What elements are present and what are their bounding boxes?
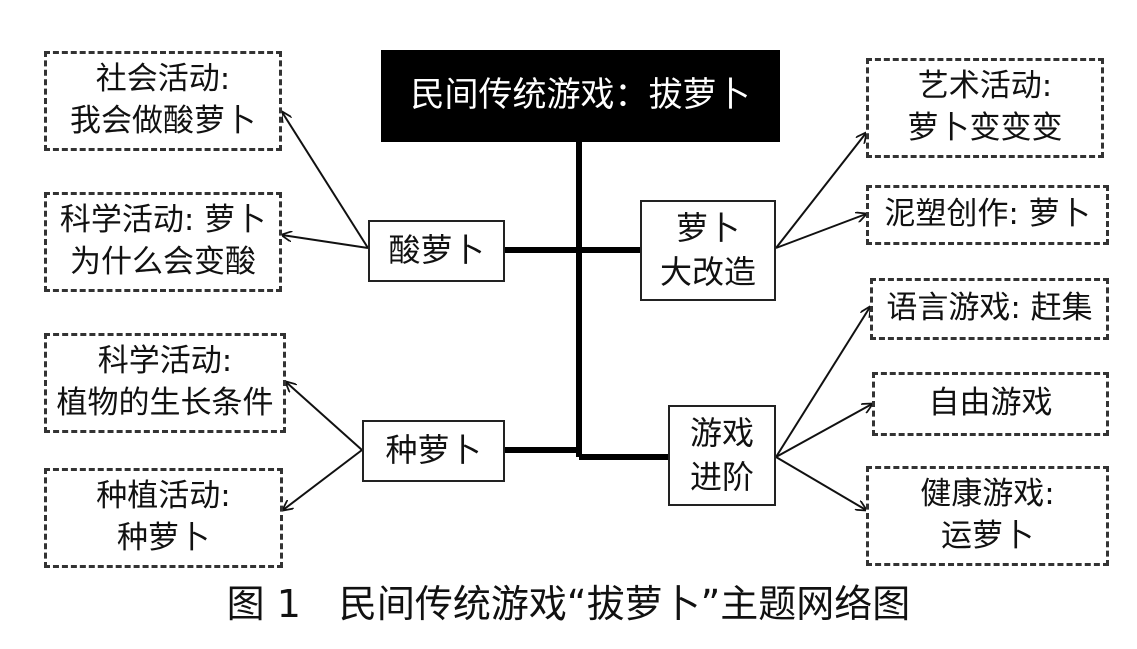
leaf-science-activity-growth: 科学活动: 植物的生长条件 <box>44 333 286 433</box>
leaf-language-game: 语言游戏: 赶集 <box>870 278 1109 340</box>
arrow-suan-1 <box>282 112 369 249</box>
leaf-health-game: 健康游戏: 运萝卜 <box>866 466 1109 566</box>
leaf-social-activity: 社会活动: 我会做酸萝卜 <box>44 51 282 151</box>
leaf-art-activity: 艺术活动: 萝卜变变变 <box>866 58 1104 158</box>
arrow-youxi-3 <box>775 456 866 510</box>
leaf-science-activity-sour: 科学活动: 萝卜 为什么会变酸 <box>44 192 282 292</box>
branch-node-youxi: 游戏 进阶 <box>668 405 776 506</box>
arrow-suan-2 <box>282 235 369 249</box>
leaf-free-game: 自由游戏 <box>872 372 1109 436</box>
branch-node-gaizao: 萝卜 大改造 <box>640 200 776 301</box>
root-node: 民间传统游戏：拔萝卜 <box>381 50 780 142</box>
arrow-youxi-1 <box>775 307 870 458</box>
branch-node-suan: 酸萝卜 <box>368 220 505 282</box>
arrow-gaizao-1 <box>775 133 866 249</box>
arrow-zhong-1 <box>286 382 363 451</box>
arrow-youxi-2 <box>775 404 872 458</box>
figure-caption: 图 1 民间传统游戏“拔萝卜”主题网络图 <box>226 582 911 626</box>
arrow-gaizao-2 <box>775 214 866 249</box>
arrow-zhong-2 <box>283 449 363 510</box>
leaf-planting-activity: 种植活动: 种萝卜 <box>44 468 283 568</box>
branch-node-zhong: 种萝卜 <box>362 420 505 482</box>
leaf-clay-creation: 泥塑创作: 萝卜 <box>866 185 1109 245</box>
